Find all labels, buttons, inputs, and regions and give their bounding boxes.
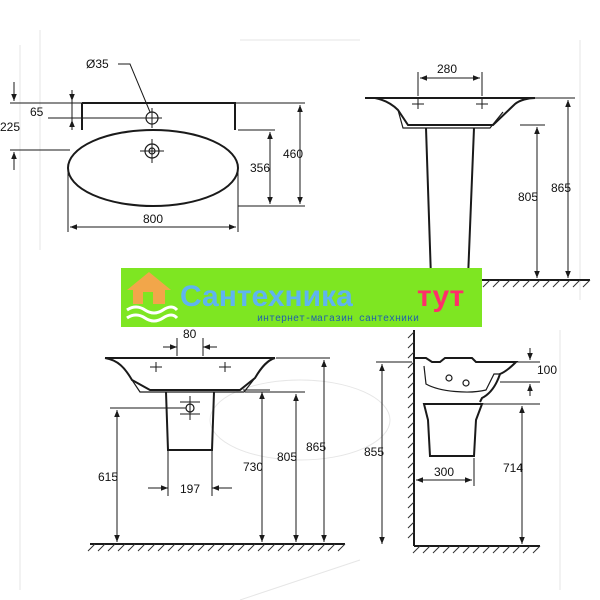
dim-865-label: 865 — [551, 181, 571, 195]
dim-714-label: 714 — [503, 461, 523, 475]
dim-805-label: 805 — [518, 190, 538, 204]
dim-356-label: 356 — [250, 161, 270, 175]
house-logo-icon — [126, 272, 179, 323]
watermark-tagline: интернет-магазин сантехники — [257, 314, 419, 325]
dim-855-label: 855 — [364, 445, 384, 459]
dim-197-label: 197 — [180, 482, 200, 496]
dim-225-label: 225 — [0, 120, 20, 134]
watermark-background — [121, 268, 482, 327]
ghost-background — [19, 30, 581, 600]
watermark-brand: Сантехника — [180, 280, 353, 313]
watermark-banner: Сантехника тут интернет-магазин сантехни… — [121, 268, 482, 327]
dim-865-semi-label: 865 — [306, 440, 326, 454]
dim-730-label: 730 — [243, 460, 263, 474]
dim-100-label: 100 — [537, 363, 557, 377]
watermark-brand-accent: тут — [417, 280, 464, 313]
basin-outline — [67, 129, 239, 207]
side-view: 100 855 300 714 — [364, 330, 557, 554]
dim-65-label: 65 — [30, 105, 44, 119]
dim-80-label: 80 — [183, 327, 197, 341]
top-view: Ø35 65 225 356 460 800 — [0, 57, 305, 232]
hole-diameter-label: Ø35 — [86, 57, 109, 71]
dim-615-label: 615 — [98, 470, 118, 484]
dim-800-label: 800 — [143, 212, 163, 226]
dim-300-label: 300 — [434, 465, 454, 479]
front-view-pedestal: 280 805 865 — [342, 62, 591, 288]
basin-back-edge — [81, 102, 236, 130]
dim-805-semi-label: 805 — [277, 450, 297, 464]
dim-460-label: 460 — [283, 147, 303, 161]
front-view-semipedestal: 80 615 197 730 805 865 — [87, 327, 346, 552]
dim-280-label: 280 — [437, 62, 457, 76]
